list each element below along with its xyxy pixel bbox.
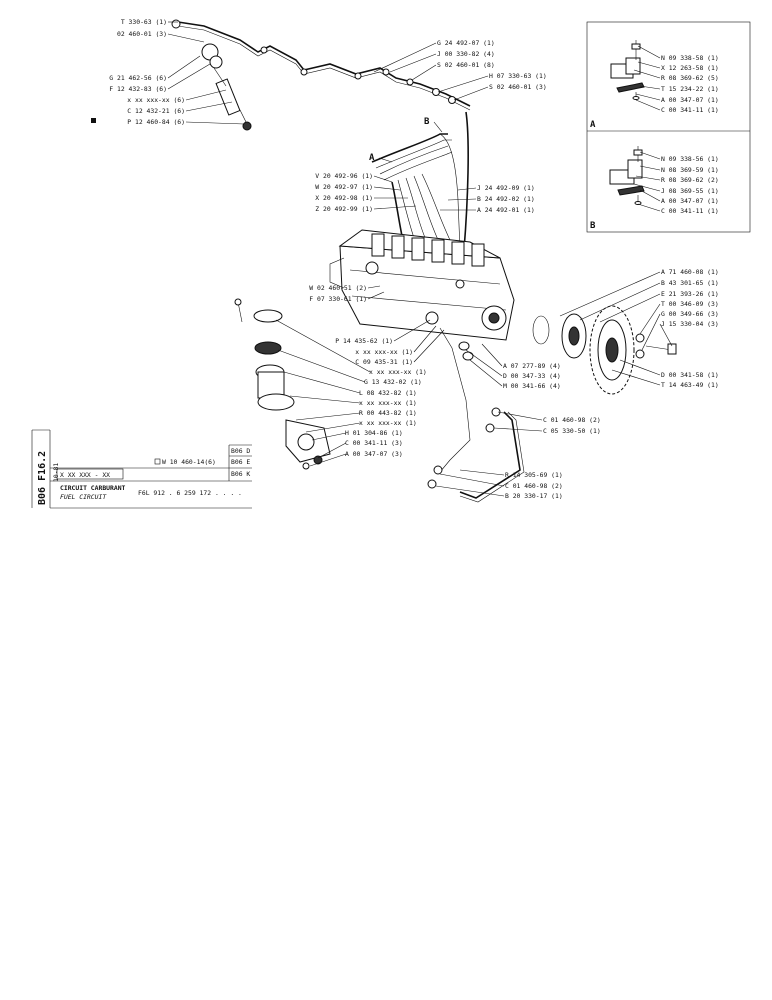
part-label: x xx xxx-xx (6) xyxy=(127,96,185,104)
part-label: X 20 492-98 (1) xyxy=(315,194,373,202)
part-label: T 330-63 (1) xyxy=(121,18,167,26)
reference-box xyxy=(56,468,124,480)
inset-label-b: B xyxy=(590,221,596,231)
title-en: FUEL CIRCUIT xyxy=(60,493,107,501)
part-label: L 08 432-82 (1) xyxy=(359,389,417,397)
part-label: H 01 304-86 (1) xyxy=(345,429,403,437)
inset-frame xyxy=(586,21,751,233)
part-label: A 00 347-07 (1) xyxy=(661,197,719,205)
part-label: C 05 330-50 (1) xyxy=(543,427,601,435)
part-label: F 07 330-61 (1) xyxy=(309,295,367,303)
part-label: N 08 369-59 (1) xyxy=(661,166,719,174)
part-label: A 07 277-89 (4) xyxy=(503,362,561,370)
part-label: W 20 492-97 (1) xyxy=(315,183,373,191)
part-label: x xx xxx-xx (1) xyxy=(359,399,417,407)
part-label: J 08 369-55 (1) xyxy=(661,187,719,195)
leader-lines xyxy=(167,21,673,497)
part-label: B 20 330-17 (1) xyxy=(505,492,563,500)
marker-a: A xyxy=(369,153,375,163)
return-pipe-drawing xyxy=(427,327,525,503)
part-label: Z 20 492-99 (1) xyxy=(315,205,373,213)
delivery-lines xyxy=(371,111,469,251)
inset-a-clamp-drawing xyxy=(610,40,645,100)
filter-stack-drawing xyxy=(234,298,331,470)
part-label: P 14 435-62 (1) xyxy=(335,337,393,345)
drive-gear-drawing xyxy=(532,305,677,395)
part-label: G 13 432-02 (1) xyxy=(364,378,422,386)
part-label: G 00 349-66 (3) xyxy=(661,310,719,318)
part-label: C 09 435-31 (1) xyxy=(355,358,413,366)
injector-line xyxy=(177,21,471,107)
part-labels: T 330-63 (1) 02 460-01 (3) G 21 462-56 (6)… xyxy=(109,18,718,500)
variant-1: B06 D xyxy=(231,447,250,455)
part-label: C 00 341-11 (1) xyxy=(661,106,719,114)
part-label: W 02 460-51 (2) xyxy=(309,284,367,292)
part-label: x xx xxx-xx (1) xyxy=(355,348,413,356)
filled-square-icon xyxy=(91,118,96,123)
part-label: A 00 347-07 (1) xyxy=(661,96,719,104)
title-fr: CIRCUIT CARBURANT xyxy=(60,484,126,492)
part-label: T 15 234-22 (1) xyxy=(661,85,719,93)
variant-2: B06 E xyxy=(231,458,250,466)
part-label: P 12 460-84 (6) xyxy=(127,118,185,126)
part-label: G 24 492-07 (1) xyxy=(437,39,495,47)
part-label: A 24 492-01 (1) xyxy=(477,206,535,214)
part-label: J 15 330-04 (3) xyxy=(661,320,719,328)
injector-drawing xyxy=(201,43,252,131)
variant-3: B06 K xyxy=(231,470,250,478)
part-label: x xx xxx-xx (1) xyxy=(369,368,427,376)
part-label: F 12 432-83 (6) xyxy=(109,85,167,93)
marker-b: B xyxy=(424,117,430,127)
sheet-code: B06 F16.2 xyxy=(37,451,48,505)
part-label: C 00 341-11 (3) xyxy=(345,439,403,447)
title-block: B06 F16.2 10-81 B06 D B06 E B06 K W 10 4… xyxy=(31,429,252,509)
part-label: 02 460-01 (3) xyxy=(117,30,167,38)
inset-b-clamp-drawing xyxy=(609,146,645,205)
part-label: V 20 492-96 (1) xyxy=(315,172,373,180)
part-label: S 02 460-01 (8) xyxy=(437,61,495,69)
inset-panels: A B xyxy=(586,21,751,233)
part-label: M 00 341-66 (4) xyxy=(503,382,561,390)
part-label: H 07 330-63 (1) xyxy=(489,72,547,80)
kit-box-icon xyxy=(154,458,161,465)
part-label: R 08 369-62 (2) xyxy=(661,176,719,184)
reference: X XX XXX - XX xyxy=(60,471,110,479)
part-label: D 00 347-33 (4) xyxy=(503,372,561,380)
part-label: A 00 347-07 (3) xyxy=(345,450,403,458)
part-label: J 24 492-09 (1) xyxy=(477,184,535,192)
part-label: C 01 460-98 (2) xyxy=(505,482,563,490)
part-label: C 00 341-11 (1) xyxy=(661,207,719,215)
part-label: T 00 346-09 (3) xyxy=(661,300,719,308)
part-label: T 14 463-49 (1) xyxy=(661,381,719,389)
part-label: D 00 341-58 (1) xyxy=(661,371,719,379)
part-label: R 08 369-62 (5) xyxy=(661,74,719,82)
part-label: A 71 460-08 (1) xyxy=(661,268,719,276)
sheet-date: 10-81 xyxy=(52,463,60,482)
part-label: C 12 432-21 (6) xyxy=(127,107,185,115)
part-label: G 21 462-56 (6) xyxy=(109,74,167,82)
part-label: B 24 492-02 (1) xyxy=(477,195,535,203)
part-label: B 43 301-65 (1) xyxy=(661,279,719,287)
part-label: C 01 460-98 (2) xyxy=(543,416,601,424)
injection-pump-drawing xyxy=(329,229,515,341)
part-label: J 00 330-82 (4) xyxy=(437,50,495,58)
part-label: X 12 263-58 (1) xyxy=(661,64,719,72)
kit-part: W 10 460-14(6) xyxy=(162,458,216,466)
engine: F6L 912 . 6 259 172 . . . . xyxy=(138,489,242,497)
part-label: N 09 338-58 (1) xyxy=(661,54,719,62)
inset-label-a: A xyxy=(590,120,596,130)
part-label: E 21 393-26 (1) xyxy=(661,290,719,298)
part-label: S 02 460-01 (3) xyxy=(489,83,547,91)
part-label: N 09 338-56 (1) xyxy=(661,155,719,163)
part-label: R 14 305-69 (1) xyxy=(505,471,563,479)
drawing-artwork: A B xyxy=(171,19,677,503)
part-label: R 00 443-82 (1) xyxy=(359,409,417,417)
part-label: x xx xxx-xx (1) xyxy=(359,419,417,427)
